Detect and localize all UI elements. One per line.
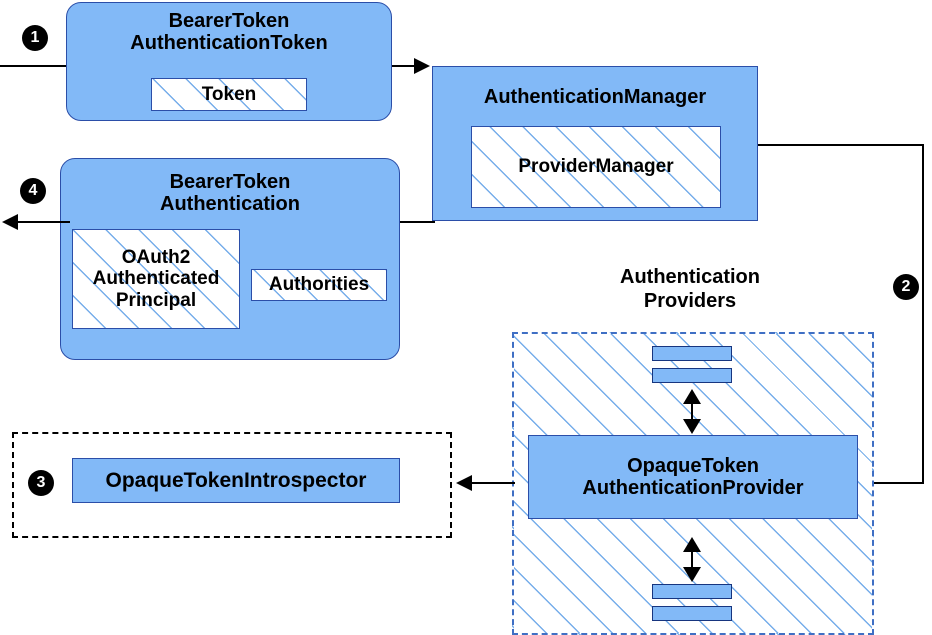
manager-to-provider-line-top: [758, 144, 924, 146]
inner-authorities: Authorities: [251, 269, 387, 301]
inner-token: Token: [151, 78, 307, 111]
node-opaque-token-authentication-provider[interactable]: OpaqueToken AuthenticationProvider: [528, 435, 874, 535]
step-badge-1: 1: [22, 25, 48, 51]
opaque-token-introspector-label: OpaqueTokenIntrospector: [105, 468, 367, 492]
step-badge-2: 2: [893, 274, 919, 300]
manager-to-authentication-line: [400, 221, 435, 223]
principal-line2: Authenticated: [92, 268, 220, 290]
inner-token-label: Token: [201, 83, 257, 105]
manager-to-provider-line-vertical: [922, 144, 924, 483]
principal-line3: Principal: [115, 289, 197, 311]
token-to-manager-arrowhead: [414, 58, 430, 74]
authentication-providers-title-line2: Providers: [643, 289, 737, 312]
node-bearer-token-authentication[interactable]: BearerToken Authentication OAuth2 Authen…: [60, 158, 416, 376]
provider-stack-bar-top-1: [652, 346, 732, 361]
node-opaque-token-introspector[interactable]: OpaqueTokenIntrospector: [72, 458, 416, 519]
provider-stack-bar-bottom-2: [652, 606, 732, 621]
inner-oauth2-authenticated-principal: OAuth2 Authenticated Principal: [72, 229, 240, 329]
principal-line1: OAuth2: [121, 247, 191, 269]
authentication-result-arrowhead: [2, 214, 18, 230]
bearer-token-authentication-line1: BearerToken: [169, 171, 291, 193]
node-authentication-manager[interactable]: AuthenticationManager ProviderManager: [432, 66, 774, 237]
provider-bottom-connector-line: [691, 540, 693, 580]
inner-provider-manager: ProviderManager: [471, 126, 721, 208]
inner-provider-manager-label: ProviderManager: [518, 156, 674, 178]
provider-stack-bar-bottom-1: [652, 584, 732, 599]
provider-to-introspector-line: [470, 482, 515, 484]
provider-bottom-connector-arrow-down: [683, 567, 701, 582]
manager-to-provider-line-bottom: [872, 482, 924, 484]
inner-authorities-label: Authorities: [268, 274, 370, 296]
bearer-token-authentication-token-line1: BearerToken: [168, 10, 290, 32]
opaque-token-authentication-provider-line1: OpaqueToken: [627, 454, 759, 477]
token-to-manager-line: [392, 65, 422, 67]
bearer-token-authentication-line2: Authentication: [160, 193, 300, 216]
provider-top-connector-line: [691, 392, 693, 432]
provider-stack-bar-top-2: [652, 368, 732, 383]
opaque-token-authentication-provider-line2: AuthenticationProvider: [582, 477, 804, 499]
provider-top-connector-arrow-up: [683, 389, 701, 404]
opaque-token-introspector-container: [12, 432, 452, 538]
provider-bottom-connector-arrow-up: [683, 537, 701, 552]
inbound-request-line: [0, 65, 70, 67]
provider-to-introspector-arrowhead: [456, 475, 472, 491]
step-badge-3: 3: [28, 470, 54, 496]
step-badge-4: 4: [20, 178, 46, 204]
node-bearer-token-authentication-token[interactable]: BearerToken AuthenticationToken Token: [66, 2, 408, 137]
authentication-providers-title: Authentication Providers: [570, 266, 810, 313]
provider-top-connector-arrow-down: [683, 419, 701, 434]
authentication-providers-title-line1: Authentication: [620, 266, 760, 288]
authentication-manager-title: AuthenticationManager: [483, 86, 707, 108]
bearer-token-authentication-token-line2: AuthenticationToken: [130, 32, 328, 55]
authentication-result-line: [16, 221, 70, 223]
